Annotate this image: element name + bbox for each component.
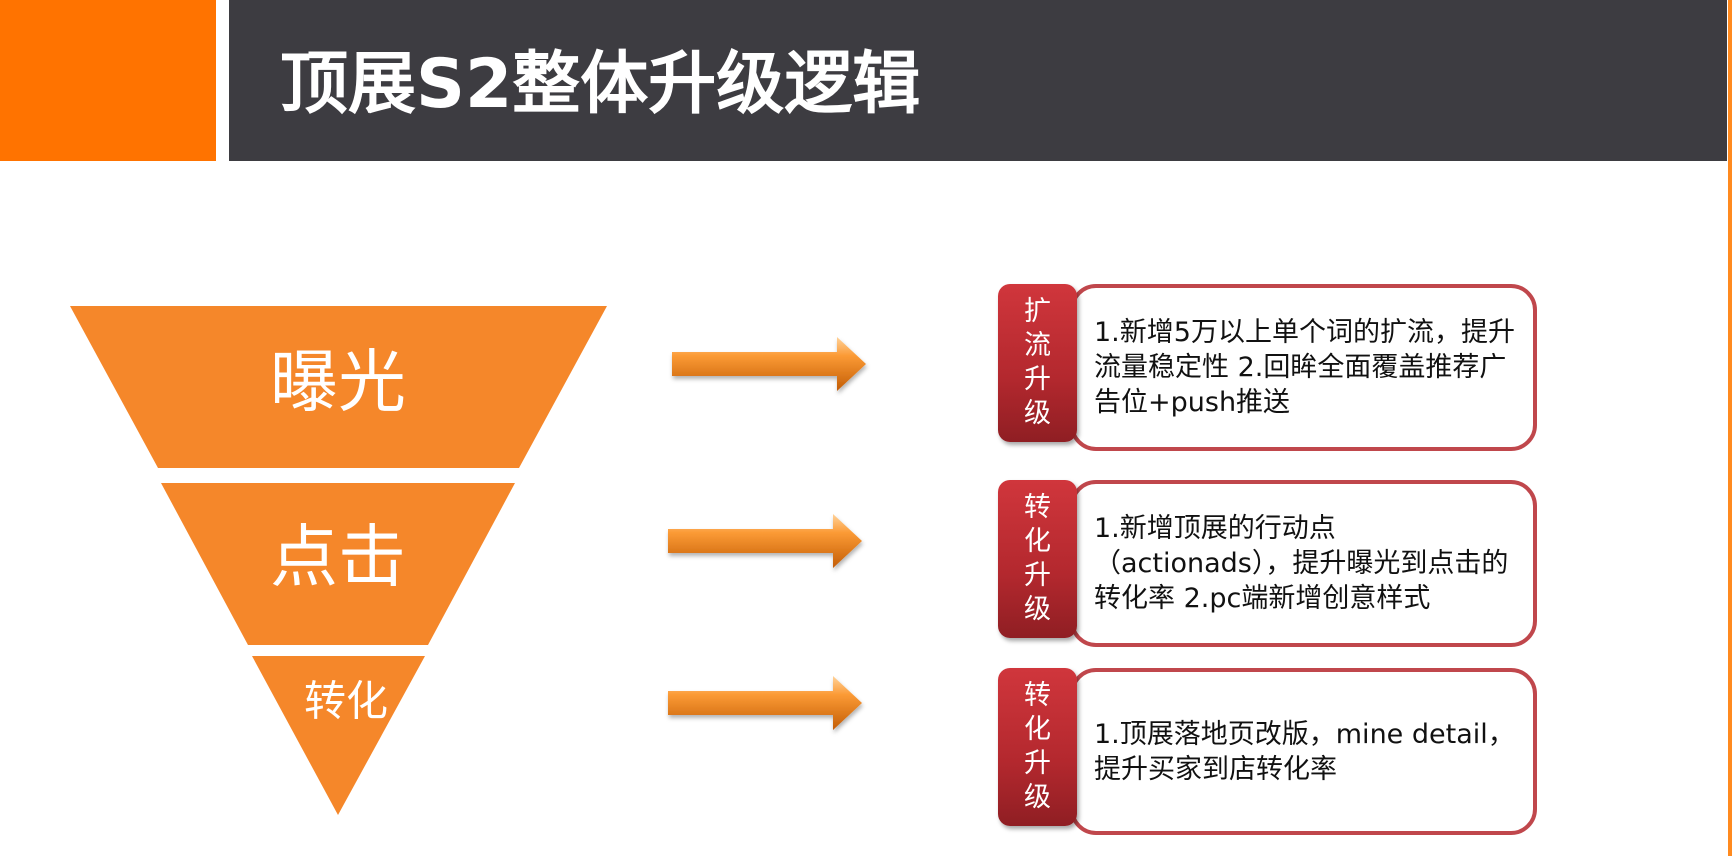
funnel-segment-click <box>161 483 515 645</box>
arrow-right-icon <box>668 676 862 730</box>
upgrade-description: 1.顶展落地页改版，mine detail，提升买家到店转化率 <box>1094 718 1515 785</box>
page-title: 顶展S2整体升级逻辑 <box>280 45 921 124</box>
upgrade-tag: 转化升级 <box>998 480 1077 638</box>
arrow-right-icon <box>672 337 866 391</box>
funnel-segment-exposure <box>70 306 607 468</box>
upgrade-tag-label: 扩流升级 <box>1024 296 1051 429</box>
funnel-segment-conversion <box>252 656 425 815</box>
upgrade-description: 1.新增顶展的行动点（actionads），提升曝光到点击的转化率 2.pc端新… <box>1094 513 1509 614</box>
upgrade-description: 1.新增5万以上单个词的扩流，提升流量稳定性 2.回眸全面覆盖推荐广告位+pus… <box>1094 317 1515 418</box>
upgrade-tag-label: 转化升级 <box>1024 492 1051 625</box>
right-edge-stripe <box>1728 0 1732 856</box>
header-bar <box>229 0 1727 161</box>
arrow-right-icon <box>668 514 862 568</box>
header-accent-block <box>0 0 216 161</box>
funnel-label-click: 点击 <box>270 519 406 598</box>
funnel-label-exposure: 曝光 <box>270 344 406 423</box>
upgrade-tag: 转化升级 <box>998 668 1077 826</box>
upgrade-description-box: 1.新增5万以上单个词的扩流，提升流量稳定性 2.回眸全面覆盖推荐广告位+pus… <box>1070 284 1537 451</box>
upgrade-description-box: 1.顶展落地页改版，mine detail，提升买家到店转化率 <box>1070 668 1537 835</box>
funnel-label-conversion: 转化 <box>304 677 388 726</box>
upgrade-tag-label: 转化升级 <box>1024 680 1051 813</box>
upgrade-description-box: 1.新增顶展的行动点（actionads），提升曝光到点击的转化率 2.pc端新… <box>1070 480 1537 647</box>
upgrade-row-traffic: 扩流升级 1.新增5万以上单个词的扩流，提升流量稳定性 2.回眸全面覆盖推荐广告… <box>998 284 1548 451</box>
upgrade-tag: 扩流升级 <box>998 284 1077 442</box>
upgrade-row-click: 转化升级 1.新增顶展的行动点（actionads），提升曝光到点击的转化率 2… <box>998 480 1548 647</box>
upgrade-row-conversion: 转化升级 1.顶展落地页改版，mine detail，提升买家到店转化率 <box>998 668 1548 835</box>
